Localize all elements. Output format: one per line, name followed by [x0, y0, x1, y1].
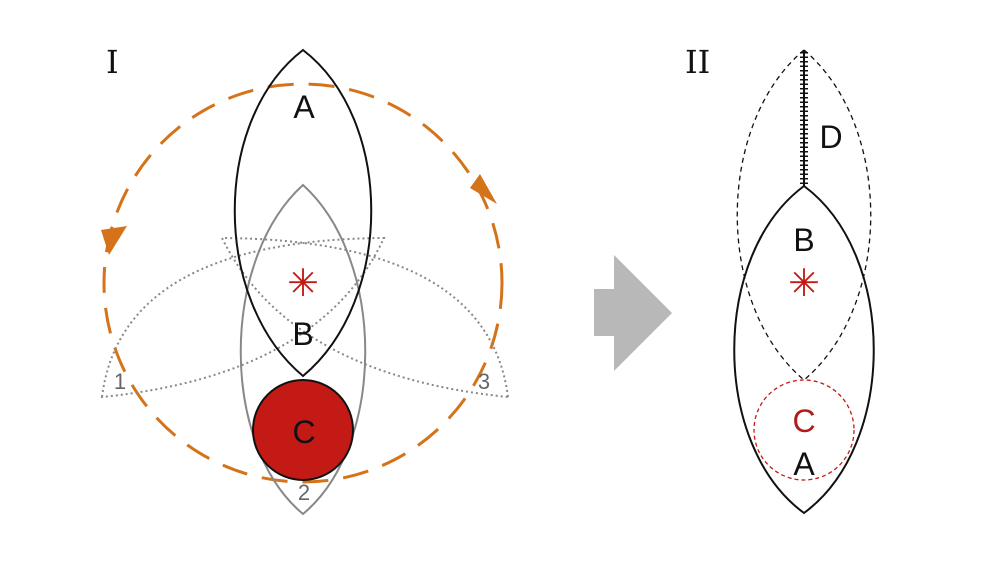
label-c: C: [792, 403, 815, 439]
label-b: B: [292, 316, 313, 352]
position-number-3: 3: [478, 369, 490, 394]
label-c: C: [292, 414, 315, 450]
circle-c-outline: [753, 379, 855, 481]
panel-right-title: II: [685, 43, 710, 81]
position-number-1: 1: [114, 369, 126, 394]
right-arrow-icon: [594, 255, 672, 371]
position-3-lens: [220, 236, 510, 399]
lens-a: [233, 48, 373, 378]
position-2-lens: [239, 183, 367, 516]
circle-c: [252, 379, 354, 481]
rotation-arrowhead-right: [470, 174, 497, 204]
panel-left: I ✳ A B C 1 2 3: [100, 43, 510, 516]
label-d: D: [819, 119, 842, 155]
lens-ba: [733, 184, 875, 515]
label-a: A: [793, 446, 815, 482]
position-1-lens: [100, 236, 386, 399]
asterisk-icon: ✳: [788, 261, 820, 305]
rotation-path: [102, 82, 504, 484]
panel-right: II ✳ D B C A: [685, 43, 875, 515]
panel-left-title: I: [106, 43, 119, 81]
position-number-2: 2: [298, 480, 310, 505]
rotation-arrowhead-left: [101, 226, 127, 255]
label-a: A: [293, 89, 315, 125]
label-b: B: [793, 222, 814, 258]
asterisk-icon: ✳: [287, 261, 319, 305]
